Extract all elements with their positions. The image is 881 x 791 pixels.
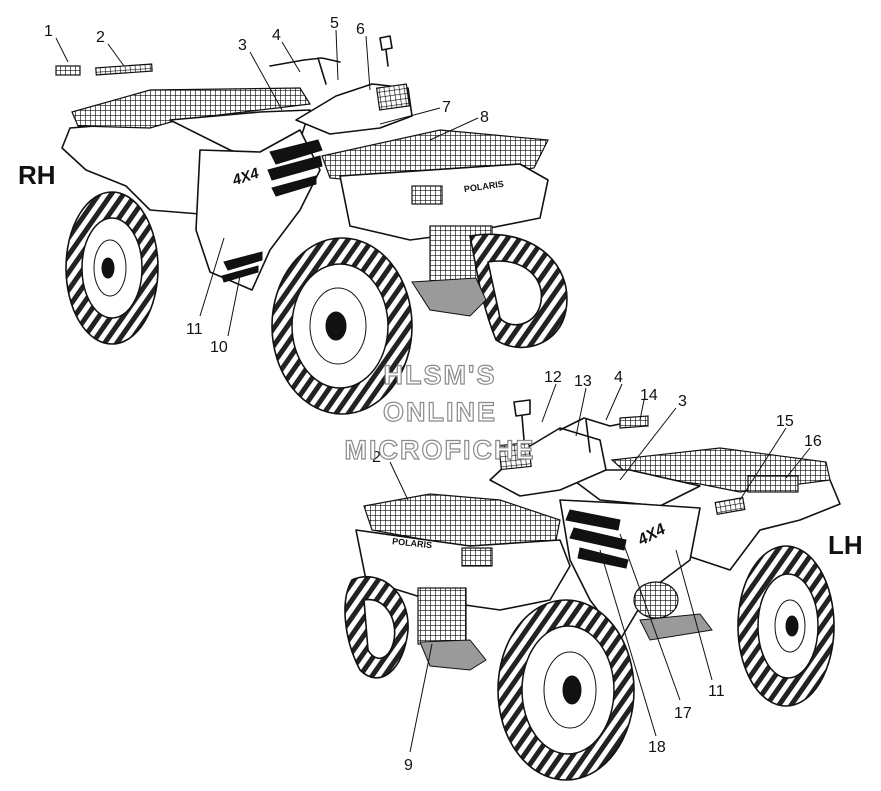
watermark-line-3: MICROFICHE	[345, 435, 536, 465]
rh-side-stripes	[221, 139, 323, 283]
callout-rh-8: 8	[480, 109, 489, 126]
callout-lh-11: 11	[708, 683, 725, 700]
lh-side-label: LH	[828, 530, 863, 560]
callout-rh-5: 5	[330, 15, 339, 32]
callout-rh-6: 6	[356, 21, 365, 38]
rh-side-label: RH	[18, 160, 56, 190]
lh-side-stripes	[565, 509, 629, 569]
callout-rh-4: 4	[272, 27, 281, 44]
watermark-line-1: HLSM'S	[384, 360, 497, 390]
rh-handlebar	[269, 57, 341, 85]
callout-lh-2: 2	[372, 449, 381, 466]
lh-front-right-wheel	[497, 599, 635, 781]
callout-rh-7: 7	[442, 99, 451, 116]
lh-decal-16	[747, 475, 799, 493]
callout-lh-15: 15	[776, 413, 794, 430]
callout-rh-3: 3	[238, 37, 247, 54]
atv-right-side-view: 4X4 POLARIS	[18, 15, 568, 415]
rh-rear-rack	[71, 87, 312, 129]
callout-lh-12: 12	[544, 369, 562, 386]
lh-brand-decal: POLARIS	[392, 536, 433, 550]
callout-lh-4: 4	[614, 369, 623, 386]
callout-rh-2: 2	[96, 29, 105, 46]
callout-lh-13: 13	[574, 373, 592, 390]
rh-front-left-wheel	[469, 233, 568, 349]
rh-callouts: 1 2 3 4 5 6 7 8 10 11	[44, 15, 489, 356]
rh-front-right-wheel	[271, 237, 413, 415]
callout-rh-1: 1	[44, 23, 53, 40]
callout-lh-14: 14	[640, 387, 658, 404]
lh-decal-15	[714, 496, 746, 516]
callout-rh-10: 10	[210, 339, 228, 356]
lh-callouts: 2 3 4 9 11 12 13 14 15 16 17 18	[372, 369, 822, 774]
rh-headlight	[411, 185, 443, 205]
watermark-line-2: ONLINE	[383, 397, 497, 427]
callout-lh-18: 18	[648, 739, 666, 756]
lh-rear-wheel	[737, 545, 835, 707]
lh-front-rack	[363, 493, 561, 549]
rh-front-body	[339, 163, 549, 241]
rh-mirror	[379, 35, 393, 67]
lh-footrest	[639, 613, 713, 641]
lh-headlight-pod	[498, 441, 532, 471]
rh-headlight-pod	[375, 83, 411, 111]
lh-engine-cover	[633, 581, 679, 619]
decal-1-strip	[55, 65, 81, 76]
lh-mirror	[513, 399, 531, 441]
lh-grille	[417, 587, 467, 645]
callout-lh-17: 17	[674, 705, 692, 722]
lh-throttle-decal	[619, 415, 649, 429]
callout-lh-3: 3	[678, 393, 687, 410]
rh-rear-wheel	[65, 191, 159, 345]
lh-front-left-wheel	[344, 575, 409, 679]
lh-headlight	[461, 547, 493, 567]
rh-footwell	[411, 277, 487, 317]
atv-left-side-view: 4X4 POLARIS	[344, 369, 863, 781]
callout-lh-9: 9	[404, 757, 413, 774]
watermark: HLSM'S ONLINE MICROFICHE	[344, 359, 536, 465]
callout-rh-11: 11	[186, 321, 203, 338]
lh-seat	[559, 469, 701, 507]
callout-lh-16: 16	[804, 433, 822, 450]
